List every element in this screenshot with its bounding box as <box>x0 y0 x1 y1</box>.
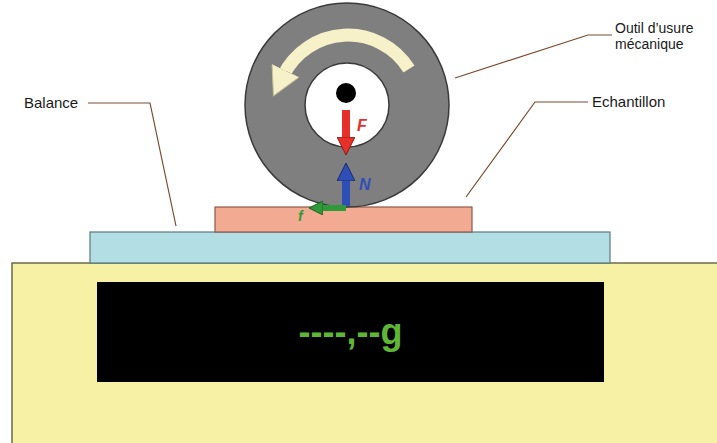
normal-vector <box>342 172 350 206</box>
part-label: Balance <box>24 94 86 111</box>
balance-plate <box>90 232 610 263</box>
sample <box>215 207 472 232</box>
axle <box>336 83 356 103</box>
leader-line <box>88 103 176 226</box>
display-readout: ----,--g <box>299 311 403 353</box>
balance-body <box>12 263 717 443</box>
part-label: Echantillon <box>592 93 702 110</box>
part-label: Outil d’usure mécanique <box>615 20 713 52</box>
vector-label: N <box>359 176 379 194</box>
vector-label: F <box>357 117 377 135</box>
leader-line <box>466 102 588 197</box>
vector-label: f <box>298 208 312 224</box>
balance-display: ----,--g <box>97 282 604 382</box>
wear-wheel <box>245 3 449 207</box>
force-vector <box>342 110 350 146</box>
leader-line <box>455 35 612 78</box>
wheel-bore <box>305 63 389 147</box>
rotation-arrow <box>283 35 409 76</box>
friction-vector <box>316 205 346 211</box>
